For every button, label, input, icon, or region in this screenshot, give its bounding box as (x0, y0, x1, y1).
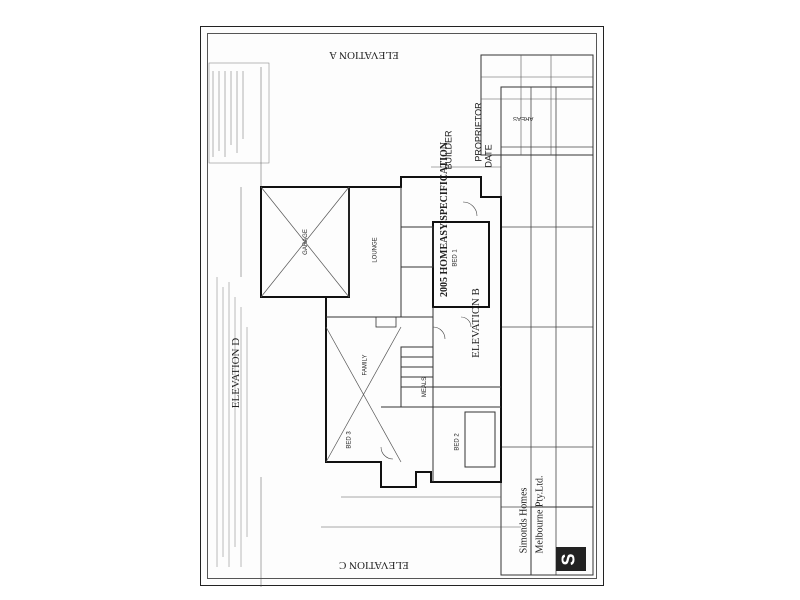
areas-label: AREAS (513, 115, 534, 121)
room-bed-2: BED 2 (454, 433, 461, 451)
room-bed-3: BED 3 (346, 431, 353, 449)
company-logo: S (558, 553, 579, 566)
plan-sheet: ELEVATION A ELEVATION B ELEVATION C ELEV… (200, 26, 604, 587)
elevation-d-label: ELEVATION D (230, 337, 243, 409)
room-lounge: LOUNGE (372, 237, 379, 263)
company-name-line1: Simonds Homes (518, 487, 530, 554)
room-meals: MEALS (422, 376, 429, 398)
title-block (500, 86, 594, 576)
room-bed-1: BED 1 (452, 249, 459, 267)
room-family: FAMILY (362, 354, 369, 376)
proprietor-label: PROPRIETOR (473, 102, 484, 162)
date-label: DATE (483, 144, 494, 168)
builder-label: BUILDER (443, 130, 454, 170)
floor-plan-drawing (208, 54, 594, 587)
elevation-c-label: ELEVATION C (339, 559, 409, 571)
room-garage: GARAGE (302, 229, 309, 255)
sheet-border (207, 33, 597, 579)
elevation-a-label: ELEVATION A (329, 49, 399, 61)
company-name-line2: Melbourne Pty.Ltd. (534, 475, 546, 554)
elevation-b-label: ELEVATION B (469, 288, 482, 358)
